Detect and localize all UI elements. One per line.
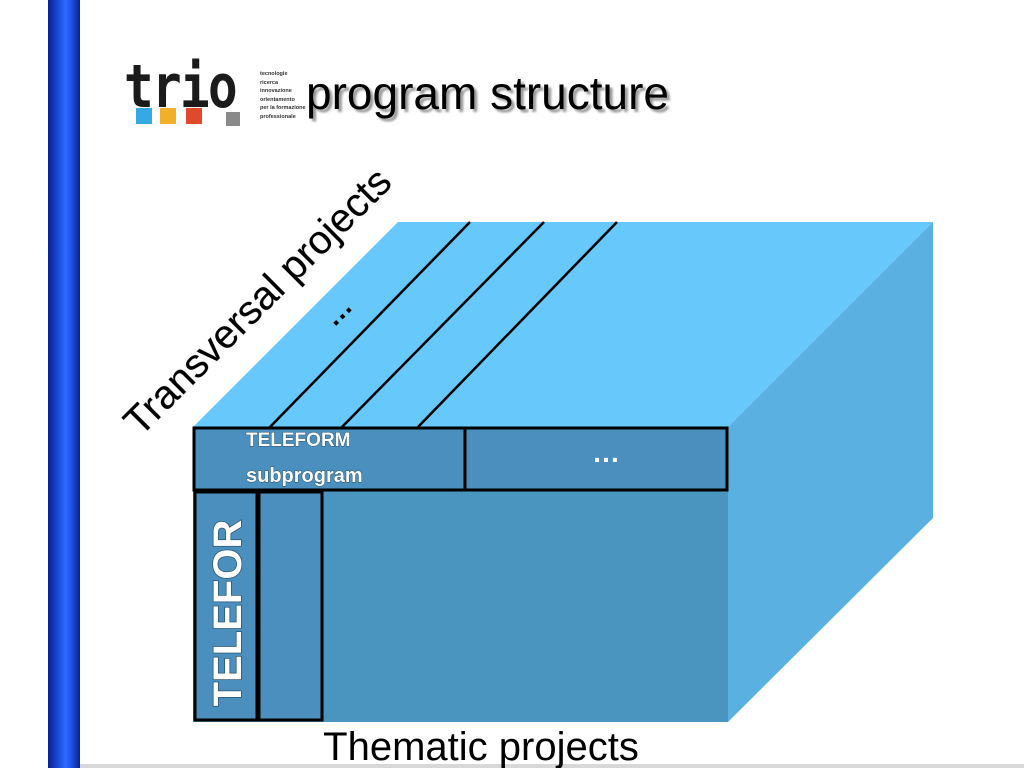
logo-tagline-line: per la formazione xyxy=(260,105,306,112)
thematic-column-box xyxy=(257,490,324,722)
transversal-line xyxy=(341,221,545,428)
logo-tagline-line: professionale xyxy=(260,113,296,120)
transversal-line xyxy=(269,221,471,428)
page-title: program structure xyxy=(306,67,670,119)
other-subprogram-box xyxy=(463,426,729,492)
transversal-line xyxy=(417,221,618,428)
telefor-column-box xyxy=(193,490,259,722)
logo-tagline: tecnologie ricerca innovazione orientame… xyxy=(260,70,320,122)
logo-tagline-line: ricerca xyxy=(260,79,279,86)
cube-right-face xyxy=(728,222,933,722)
telefor-vertical-label: TELEFOR xyxy=(206,520,250,707)
subprogram-label-line2: subprogram xyxy=(246,465,363,487)
front-row-ellipsis: … xyxy=(592,437,620,468)
thematic-projects-label: Thematic projects xyxy=(323,725,639,768)
logo-tagline-line: tecnologie xyxy=(260,71,288,77)
footer-divider xyxy=(80,764,1024,768)
logo-square-gray xyxy=(226,112,240,126)
logo-square-blue xyxy=(136,108,152,124)
logo-tagline-line: innovazione xyxy=(260,88,292,95)
logo-square-yellow xyxy=(160,108,176,124)
logo-tagline-line: orientamento xyxy=(260,96,295,103)
subprogram-label-line1: TELEFORM xyxy=(246,430,351,451)
left-accent-bar xyxy=(48,0,80,768)
logo-square-red xyxy=(186,108,202,124)
cube-top-face xyxy=(193,222,933,427)
